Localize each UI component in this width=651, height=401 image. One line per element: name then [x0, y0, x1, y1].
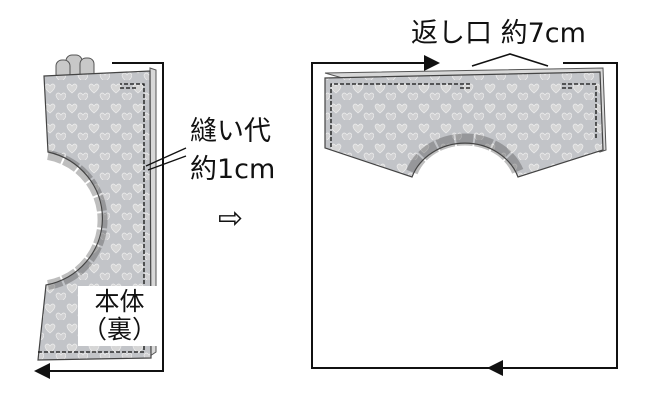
leader-line — [145, 147, 187, 167]
arrow-head-icon — [424, 55, 440, 71]
body-label: 本体 （裏） — [78, 286, 162, 346]
seam-allowance-size-label: 約1cm — [190, 154, 276, 185]
return-opening-label: 返し口 約7cm — [411, 18, 586, 49]
body-label-line1: 本体 — [94, 287, 145, 316]
sewing-direction-line — [311, 62, 618, 369]
next-step-arrow-icon: ⇨ — [218, 201, 244, 236]
stitch-line — [38, 83, 145, 353]
opening-bracket — [471, 53, 549, 67]
body-label-line2: （裏） — [82, 315, 158, 344]
arrow-head-icon — [34, 363, 50, 379]
arrow-head-icon — [487, 360, 503, 376]
seam-allowance-label: 縫い代 — [190, 116, 271, 147]
sewing-direction-line — [46, 62, 164, 372]
right-fabric-piece — [324, 67, 607, 178]
stitch-line — [330, 83, 597, 147]
